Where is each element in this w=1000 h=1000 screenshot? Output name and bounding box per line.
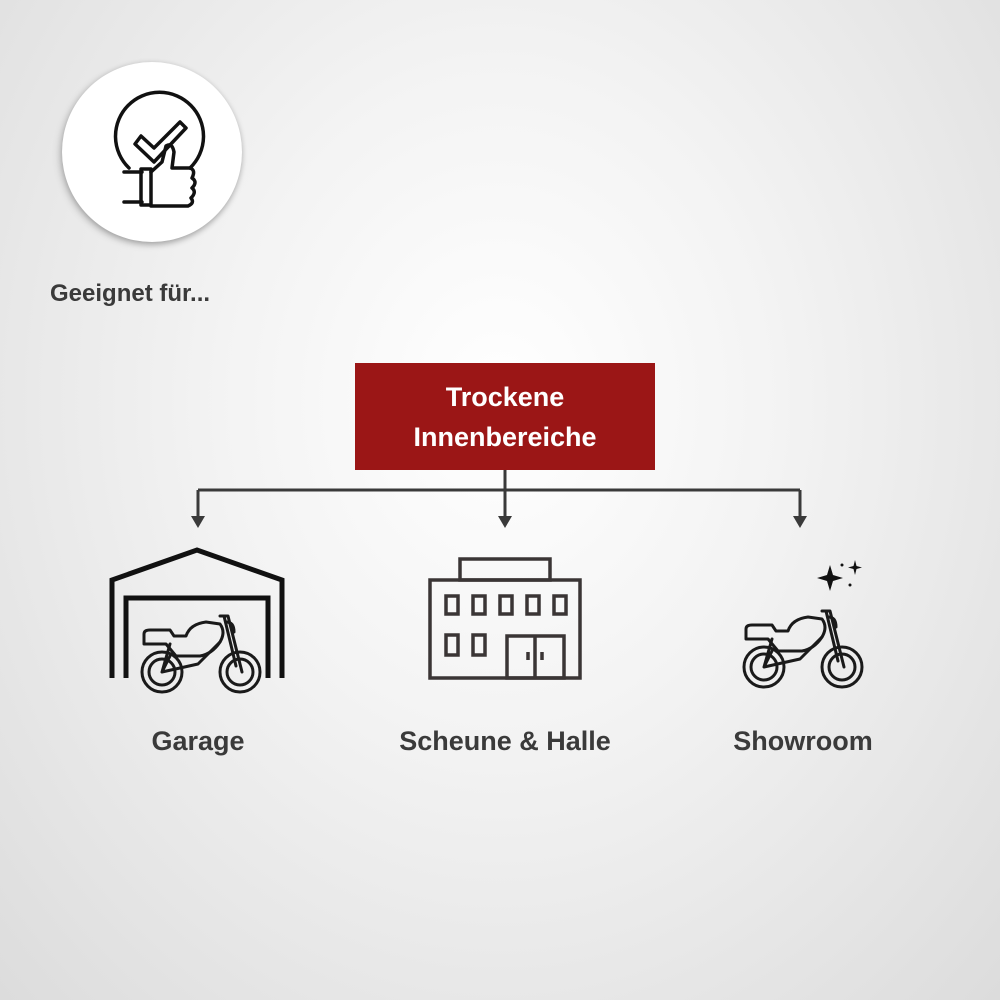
motorcycle-sparkle-icon — [742, 560, 864, 689]
arrow-down-icon — [191, 516, 205, 528]
building-icon — [428, 557, 582, 680]
arrow-down-icon — [793, 516, 807, 528]
approval-badge — [62, 62, 242, 242]
garage-motorcycle-icon — [109, 547, 285, 694]
intro-text: Geeignet für... — [50, 280, 211, 307]
item-label-showroom: Showroom — [733, 726, 873, 756]
thumbs-up-check-icon — [113, 90, 206, 208]
category-box: Trockene Innenbereiche — [355, 363, 655, 470]
arrow-heads — [191, 516, 807, 528]
item-label-garage: Garage — [151, 726, 245, 756]
connector-lines — [196, 470, 802, 518]
category-line-2: Innenbereiche — [413, 421, 597, 452]
category-line-1: Trockene — [445, 381, 565, 412]
arrow-down-icon — [498, 516, 512, 528]
item-label-barn-hall: Scheune & Halle — [399, 726, 611, 756]
